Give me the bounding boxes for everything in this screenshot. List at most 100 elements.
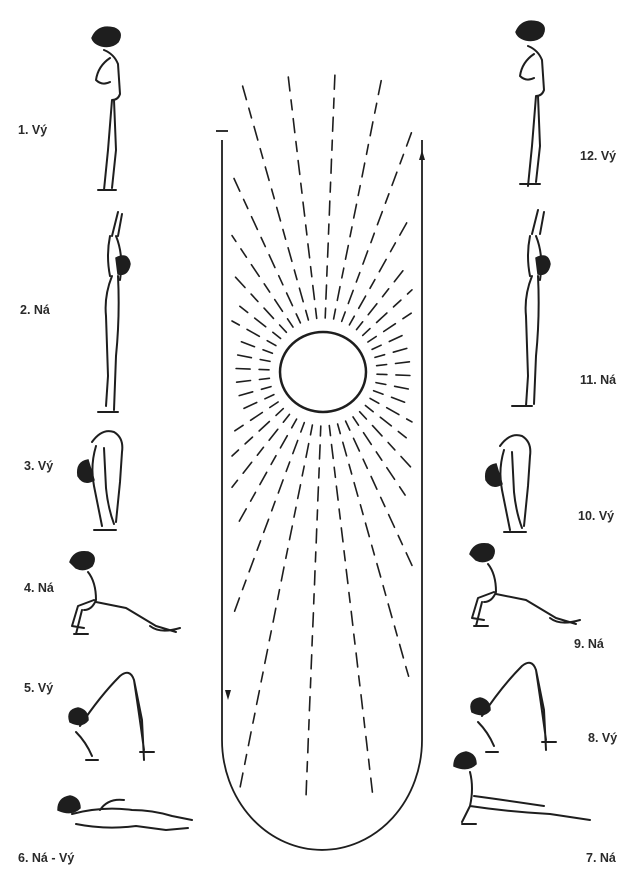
sun-ray-dash xyxy=(364,718,365,728)
sun-ray-dash xyxy=(293,119,295,133)
sun-ray-dash xyxy=(273,332,281,338)
sun-ray-dash xyxy=(318,487,319,501)
sun-ray-dash xyxy=(311,425,313,435)
sun-ray-dash xyxy=(298,161,300,175)
sun-ray-dash xyxy=(351,611,353,625)
sun-ray-dash xyxy=(254,127,258,141)
sun-ray-dash xyxy=(341,528,343,542)
sun-ray-dash xyxy=(388,604,392,618)
sun-ray-dash xyxy=(406,553,412,566)
sun-ray-dash xyxy=(273,608,276,622)
sun-ray-dash xyxy=(275,300,283,312)
sun-ray-dash xyxy=(376,452,382,460)
sun-ray-dash xyxy=(296,142,297,152)
sun-ray-dash xyxy=(379,260,386,272)
sun-ray-dash xyxy=(260,360,270,362)
sun-ray-dash xyxy=(251,413,263,421)
sun-ray-dash xyxy=(362,163,365,177)
sun-ray-dash xyxy=(371,233,374,242)
sun-ray-dash xyxy=(374,391,383,395)
sun-ray-dash xyxy=(368,337,376,343)
sun-ray-dash xyxy=(288,77,290,91)
sun-ray-dash xyxy=(388,443,395,450)
sun-ray-dash xyxy=(368,304,377,315)
sun-ray-dash xyxy=(349,464,352,474)
sun-ray-dash xyxy=(398,536,402,545)
sun-ray-dash xyxy=(381,497,385,506)
track-arrow-down-icon xyxy=(225,690,231,700)
sun-ray-dash xyxy=(298,485,301,499)
sun-ray-dash xyxy=(392,172,397,185)
sun-ray-dash xyxy=(265,650,268,664)
sun-ray-dash xyxy=(408,290,413,294)
sun-ray-dash xyxy=(334,467,335,477)
sun-ray-dash xyxy=(346,421,350,430)
sun-ray-dash xyxy=(371,477,377,490)
sun-ray-dash xyxy=(370,398,379,403)
sun-ray-dash xyxy=(396,375,410,376)
pose-label-5: 5. Vý xyxy=(24,681,53,695)
sun-icon xyxy=(232,75,412,795)
sun-ray-dash xyxy=(394,271,403,282)
sun-ray-dash xyxy=(387,408,399,415)
sun-ray-dash xyxy=(400,644,404,658)
sun-ray-dash xyxy=(395,386,409,389)
pose-label-9: 9. Ná xyxy=(574,637,604,651)
sun-ray-dash xyxy=(393,348,407,352)
sun-ray-dash xyxy=(249,108,252,118)
sun-ray-dash xyxy=(357,322,363,330)
sun-ray-dash xyxy=(373,426,383,436)
sun-ray-dash xyxy=(313,613,314,627)
sun-ray-dash xyxy=(387,468,395,480)
sun-rays xyxy=(232,75,412,795)
sun-ray-dash xyxy=(376,383,386,385)
sun-ray-dash xyxy=(272,501,275,510)
sun-ray-dash xyxy=(328,243,329,257)
sun-ray-dash xyxy=(260,149,263,159)
sun-ray-dash xyxy=(288,319,294,327)
sun-ray-dash xyxy=(311,267,312,277)
sun-ray-dash xyxy=(400,223,407,235)
sun-ray-dash xyxy=(342,268,344,278)
track-arrow-up-icon xyxy=(419,150,425,160)
sun-ray-dash xyxy=(239,392,253,396)
pose-figure-12 xyxy=(516,21,544,186)
sun-ray-dash xyxy=(364,433,372,445)
sun-ray-dash xyxy=(267,341,276,346)
sun-ray-dash xyxy=(329,201,330,215)
pose-figure-4 xyxy=(70,552,180,634)
sun-ray-dash xyxy=(235,425,243,431)
sun-ray-dash xyxy=(383,289,389,297)
pose-figure-2 xyxy=(98,212,130,412)
pose-figure-1 xyxy=(92,27,120,190)
sun-ray-dash xyxy=(392,397,405,402)
sun-ray-dash xyxy=(237,381,251,383)
sun-ray-dash xyxy=(367,145,369,155)
sun-ray-dash xyxy=(356,273,360,282)
sun-ray-dash xyxy=(257,541,261,550)
sun-ray-dash xyxy=(349,316,354,325)
sun-ray-dash xyxy=(331,159,332,173)
sun-ray-dash xyxy=(288,248,292,261)
sun-ray-dash xyxy=(245,437,252,444)
sun-ray-dash xyxy=(377,313,387,323)
sun-ray-dash xyxy=(329,426,330,436)
sun-ray-dash xyxy=(251,294,258,301)
sun-ray-dash xyxy=(359,676,360,686)
sun-ray-dash xyxy=(306,444,309,458)
sun-ray-dash xyxy=(343,442,347,456)
sun-ray-dash xyxy=(378,81,381,95)
sun-ray-dash xyxy=(277,207,281,221)
pose-label-6: 6. Ná - Vý xyxy=(18,851,74,865)
sun-ray-dash xyxy=(346,570,348,584)
sun-ray-dash xyxy=(400,154,404,163)
sun-ray-dash xyxy=(299,288,303,302)
sun-ray-dash xyxy=(269,255,275,268)
sun-ray-dash xyxy=(309,697,310,711)
sun-ray-dash xyxy=(255,318,266,327)
sun-ray-dash xyxy=(391,243,396,252)
sun-ray-dash xyxy=(296,314,300,323)
sun-ray-dash xyxy=(361,695,363,709)
sun-ray-dash xyxy=(354,483,358,497)
